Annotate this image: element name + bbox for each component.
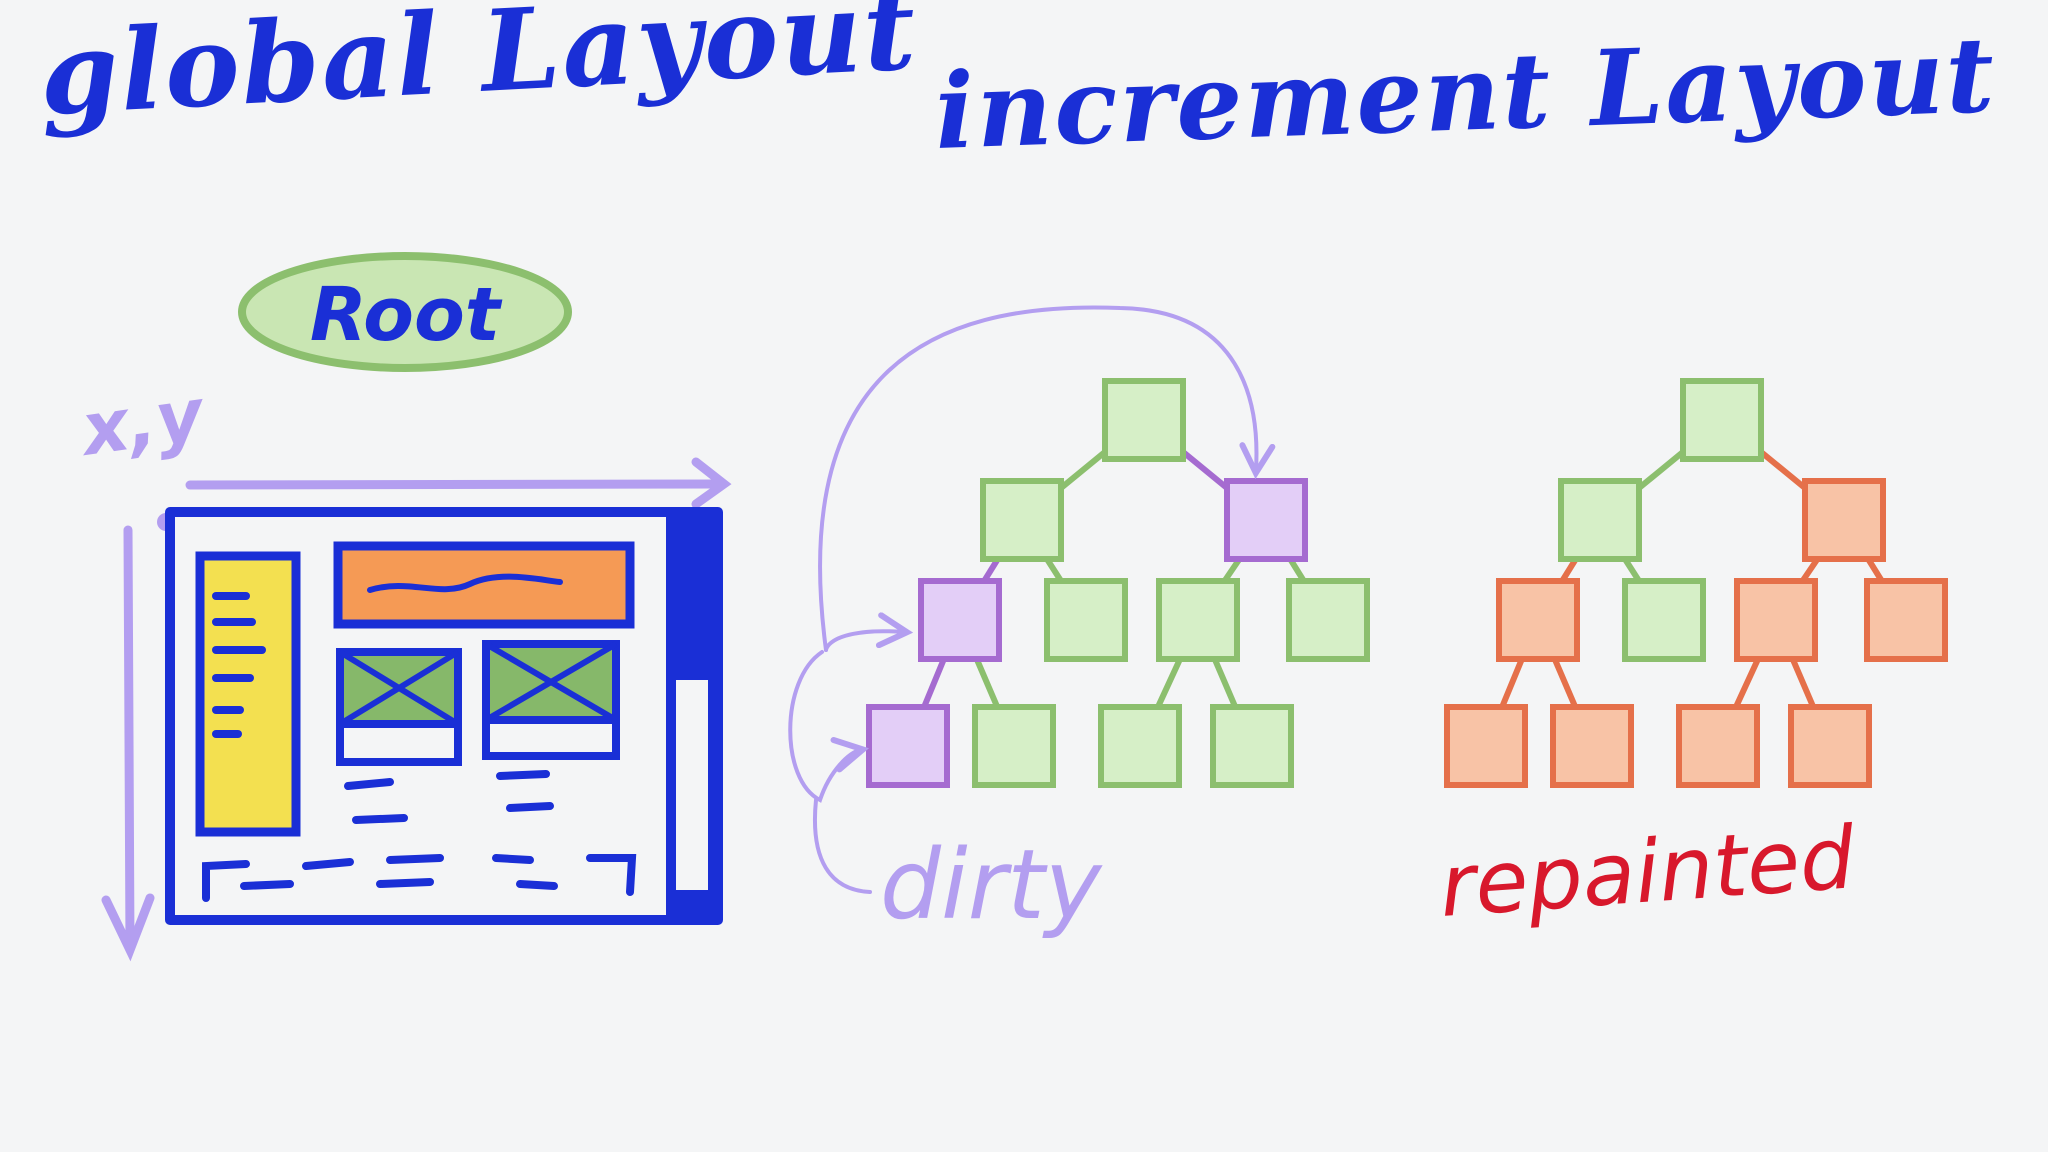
- dirty-propagation-arrows: [788, 305, 1256, 894]
- repainted-tree-node-5-repainted: [1734, 578, 1818, 662]
- repainted-tree-node-1-clean: [1558, 478, 1642, 562]
- dirty-label: dirty: [880, 829, 1103, 941]
- dirty-tree-node-3-dirty: [918, 578, 1002, 662]
- sidebar-text-lines: [212, 592, 266, 738]
- coordinate-axes: [101, 457, 732, 962]
- dirty-tree: [866, 378, 1370, 788]
- dirty-tree-node-9-clean: [1098, 704, 1182, 788]
- arrow-to-root-child: [818, 305, 1256, 652]
- image-card-2: [482, 640, 620, 760]
- repainted-label: repainted: [1436, 808, 1858, 937]
- dirty-tree-node-5-clean: [1156, 578, 1240, 662]
- dirty-tree-node-4-clean: [1044, 578, 1128, 662]
- repainted-tree-node-7-repainted: [1444, 704, 1528, 788]
- dirty-tree-node-2-dirty: [1224, 478, 1308, 562]
- dirty-tree-node-8-clean: [972, 704, 1056, 788]
- dirty-tree-node-0-clean: [1102, 378, 1186, 462]
- arrow-from-label: [813, 798, 872, 894]
- repainted-tree-node-9-repainted: [1676, 704, 1760, 788]
- repainted-tree-node-10-repainted: [1788, 704, 1872, 788]
- footer-bracket-right: [586, 854, 637, 896]
- dirty-tree-node-7-dirty: [866, 704, 950, 788]
- dirty-tree-node-10-clean: [1210, 704, 1294, 788]
- repainted-tree: [1444, 378, 1948, 788]
- repainted-tree-node-0-clean: [1680, 378, 1764, 462]
- repainted-tree-node-4-clean: [1622, 578, 1706, 662]
- sidebar-block: [195, 551, 301, 837]
- root-label: Root: [310, 272, 503, 358]
- x-axis-arrowhead: [691, 457, 732, 509]
- banner-scribble: [367, 573, 563, 593]
- scrollbar-gap: [676, 680, 708, 890]
- image-card-1: [336, 648, 462, 766]
- repainted-tree-node-3-repainted: [1496, 578, 1580, 662]
- arrow-to-leaf: [788, 650, 860, 803]
- page-wireframe: [165, 507, 723, 925]
- footer-bracket-left: [202, 860, 250, 902]
- xy-label: x,y: [74, 371, 211, 472]
- root-ellipse: Root: [238, 252, 572, 372]
- repainted-tree-node-6-repainted: [1864, 578, 1948, 662]
- y-axis-arrowhead: [101, 893, 155, 962]
- repainted-tree-node-8-repainted: [1550, 704, 1634, 788]
- content-text-lines: [240, 770, 558, 890]
- y-axis-arrow: [123, 525, 135, 953]
- arrow-to-level2: [824, 631, 904, 652]
- dirty-tree-node-1-clean: [980, 478, 1064, 562]
- repainted-tree-node-2-repainted: [1802, 478, 1886, 562]
- x-axis-arrow: [185, 479, 727, 490]
- dirty-tree-node-6-clean: [1286, 578, 1370, 662]
